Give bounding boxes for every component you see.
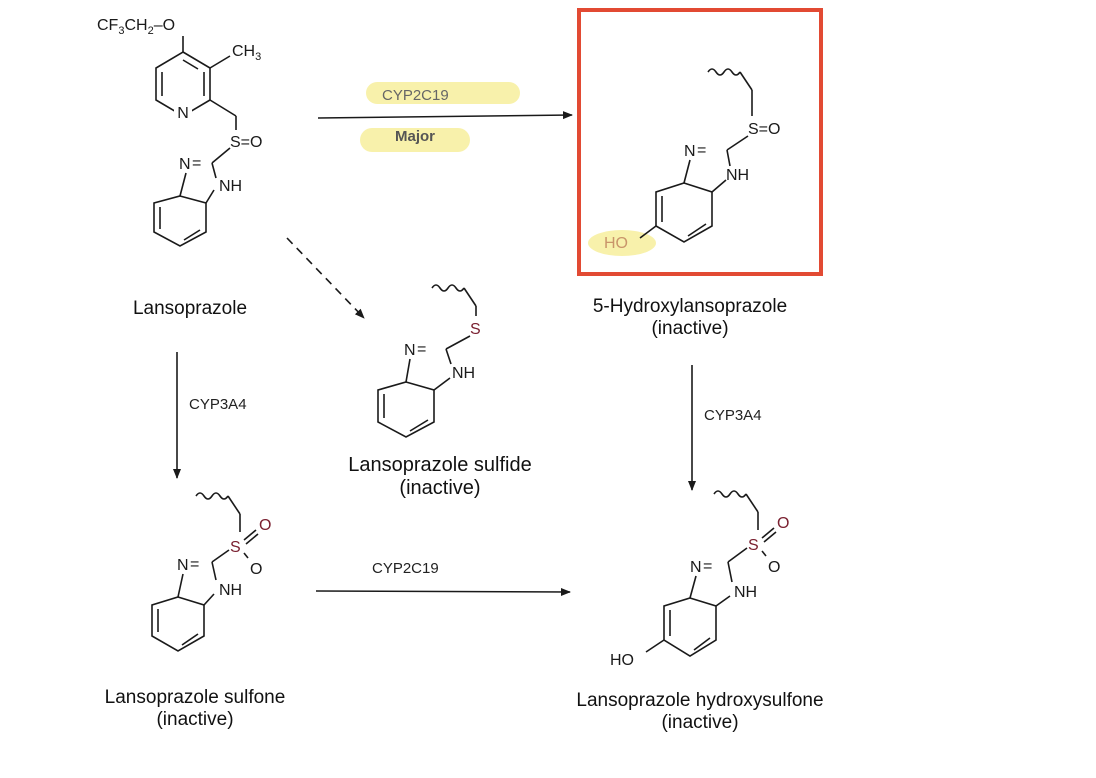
sulfide-structure: S N = NH <box>377 284 481 438</box>
hydroxysulfone-name: Lansoprazole hydroxysulfone (inactive) <box>576 690 824 733</box>
imine-eq: = <box>190 556 199 573</box>
imine-eq: = <box>192 155 201 172</box>
imine-eq: = <box>697 142 706 159</box>
arrow-lansoprazole-to-sulfide <box>286 237 365 319</box>
lansoprazole-name: Lansoprazole <box>132 298 248 319</box>
imine-eq: = <box>417 341 426 358</box>
arrow-sulfone-to-hydroxysulfone <box>315 587 571 596</box>
imine-n: N <box>690 559 702 576</box>
sulfone-o1: O <box>777 515 789 532</box>
sulfone-name: Lansoprazole sulfone (inactive) <box>104 687 286 730</box>
sulfone-o2: O <box>768 559 780 576</box>
hydroxyl-label: HO <box>610 652 634 669</box>
ch3-label: CH3 <box>232 43 261 63</box>
sulfone-s: S <box>230 539 241 556</box>
arrow-lansoprazole-to-hydroxy <box>317 111 573 120</box>
sulfide-s: S <box>470 321 481 338</box>
hydroxylansoprazole-name: 5-Hydroxylansoprazole (inactive) <box>592 296 788 339</box>
nh-label: NH <box>726 167 749 184</box>
imine-eq: = <box>703 558 712 575</box>
sulfone-structure: S O O N = NH <box>151 492 271 652</box>
highlighter-mark <box>366 82 520 104</box>
nh-label: NH <box>219 582 242 599</box>
sulfone-o1: O <box>259 517 271 534</box>
enzyme-label-r2: CYP3A4 <box>189 396 247 413</box>
cf3-label: CF3CH2–O <box>97 17 175 37</box>
sulfone-o2: O <box>250 561 262 578</box>
hydroxysulfone-structure: S O O N = NH HO <box>610 490 789 669</box>
pyridine-n: N <box>177 105 189 122</box>
hydroxylansoprazole-structure: S=O N = NH HO <box>588 68 780 256</box>
highlighter-mark <box>360 128 470 152</box>
imine-n: N <box>404 342 416 359</box>
imine-n: N <box>179 156 191 173</box>
sulfoxide-label: S=O <box>230 134 262 151</box>
imine-n: N <box>684 143 696 160</box>
major-label: Major <box>395 128 435 145</box>
highlighter-mark <box>588 230 656 256</box>
sulfone-s: S <box>748 537 759 554</box>
highlight-box <box>577 8 823 276</box>
sulfide-name: Lansoprazole sulfide (inactive) <box>348 454 532 499</box>
enzyme-label-r1: CYP2C19 <box>382 87 449 104</box>
enzyme-label-r4: CYP2C19 <box>372 560 439 577</box>
nh-label: NH <box>452 365 475 382</box>
enzyme-label-r3: CYP3A4 <box>704 407 762 424</box>
nh-label: NH <box>734 584 757 601</box>
nh-label: NH <box>219 178 242 195</box>
sulfoxide-label: S=O <box>748 121 780 138</box>
hydroxyl-label: HO <box>604 235 628 252</box>
imine-n: N <box>177 557 189 574</box>
lansoprazole-structure: CF3CH2–O CH3 N S=O N = NH <box>97 17 262 247</box>
